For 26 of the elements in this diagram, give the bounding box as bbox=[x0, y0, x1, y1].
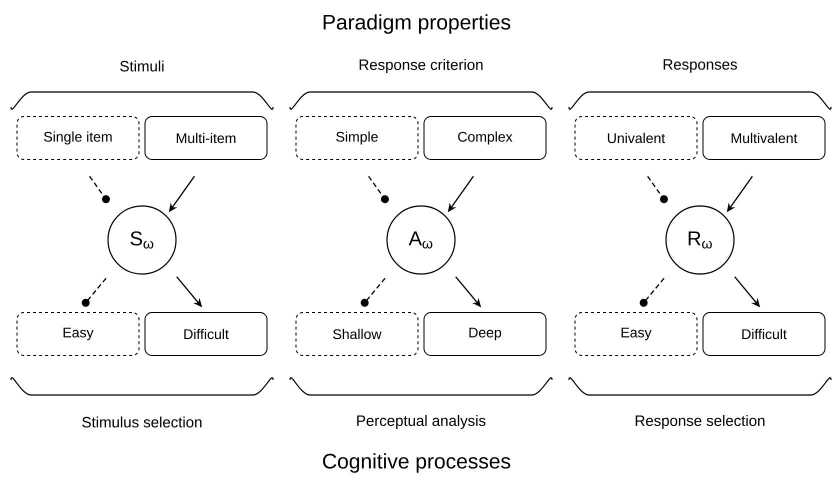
title: Paradigm properties bbox=[324, 14, 510, 34]
arrow bbox=[647, 176, 668, 204]
arrow bbox=[640, 278, 665, 307]
property-box: Deep bbox=[424, 312, 546, 356]
property-box: Simple bbox=[296, 116, 418, 160]
process-label: Response selection bbox=[636, 415, 764, 429]
property-box: Multi-item bbox=[144, 116, 268, 160]
property-box: Difficult bbox=[144, 312, 268, 356]
arrow bbox=[360, 278, 386, 307]
caption: Cognitive processes bbox=[323, 453, 510, 473]
property-box: Shallow bbox=[296, 312, 418, 356]
property-box: Complex bbox=[424, 116, 546, 160]
arrow bbox=[89, 176, 110, 204]
property-box: Univalent bbox=[574, 116, 698, 160]
column-heading: Stimuli bbox=[120, 60, 164, 72]
property-box: Multivalent bbox=[702, 116, 826, 160]
column-heading: Responses bbox=[664, 59, 737, 73]
arrow bbox=[82, 278, 107, 307]
property-box: Easy bbox=[16, 312, 140, 356]
process-label: Stimulus selection bbox=[82, 416, 202, 428]
property-box: Single item bbox=[16, 116, 140, 160]
property-box: Easy bbox=[574, 312, 698, 356]
property-box: Difficult bbox=[702, 312, 826, 356]
process-label: Perceptual analysis bbox=[357, 415, 486, 429]
arrow bbox=[368, 176, 389, 204]
column-heading: Response criterion bbox=[360, 59, 483, 73]
